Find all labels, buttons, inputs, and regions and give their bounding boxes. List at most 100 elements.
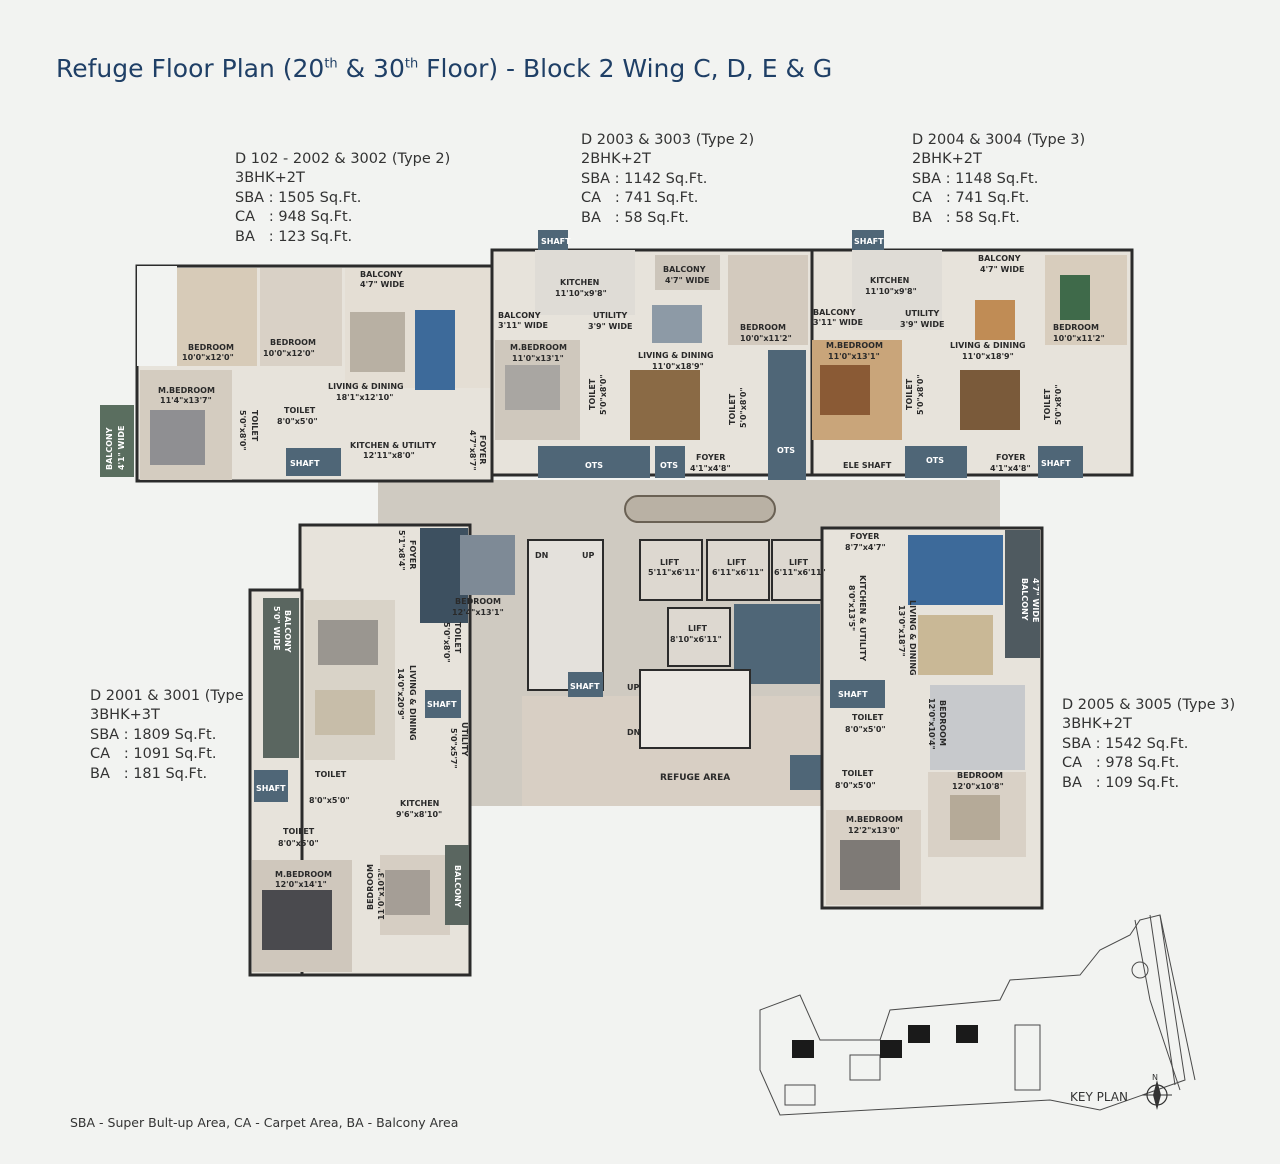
room-dim: 5'0"x8'0" xyxy=(238,410,247,451)
ots-label: OTS xyxy=(926,456,944,465)
lift-label: LIFT xyxy=(688,624,708,633)
shaft-block xyxy=(254,770,288,802)
room-label: TOILET xyxy=(842,769,874,778)
unit-info-line: CA : 978 Sq.Ft. xyxy=(1062,755,1180,772)
room-label: FOYER xyxy=(408,540,417,569)
unit-info-line: 3BHK+2T xyxy=(1062,716,1132,733)
room-dim: 8'0"x5'0" xyxy=(277,417,318,426)
lift-shaft xyxy=(706,539,770,601)
lift-dim: 6'11"x6'11" xyxy=(774,568,826,577)
room-dim: 11'0"x18'9" xyxy=(962,352,1014,361)
living-furniture xyxy=(960,370,1020,430)
room-dim: 11'4"x13'7" xyxy=(160,396,212,405)
lift-dim: 6'11"x6'11" xyxy=(712,568,764,577)
ots-label: OTS xyxy=(585,461,603,470)
room-dim: 12'4"x13'1" xyxy=(452,608,504,617)
room-dim: 5'0"x8'0" xyxy=(916,374,925,415)
bed xyxy=(950,795,1000,840)
room-label: BALCONY xyxy=(498,311,541,320)
room-label: TOILET xyxy=(315,770,347,779)
shaft-label: SHAFT xyxy=(838,690,868,699)
unit-info-line: SBA : 1542 Sq.Ft. xyxy=(1062,735,1189,752)
room-dim: 4'1" WIDE xyxy=(117,426,126,470)
room-dim: 11'0"x13'1" xyxy=(828,352,880,361)
room-label: UTILITY xyxy=(593,311,627,320)
lift-label: LIFT xyxy=(727,558,747,567)
unit-info-line: SBA : 1809 Sq.Ft. xyxy=(90,726,217,743)
balcony-floor xyxy=(445,845,469,925)
room-label: TOILET xyxy=(283,827,315,836)
room-label: TOILET xyxy=(1043,388,1052,420)
room-label: BALCONY xyxy=(813,308,856,317)
bedroom-floor xyxy=(260,268,342,366)
room-label: LIVING & DINING xyxy=(408,665,417,741)
room-label: BEDROOM xyxy=(188,343,234,352)
room-dim: 8'0"x5'0" xyxy=(278,839,319,848)
lift-shaft xyxy=(639,539,703,601)
staircase xyxy=(527,539,604,691)
shaft-block xyxy=(1038,446,1083,478)
north-label: N xyxy=(1152,1073,1158,1082)
room-label: KITCHEN & UTILITY xyxy=(350,441,436,450)
room-label: UTILITY xyxy=(905,309,939,318)
room-label: TOILET xyxy=(852,713,884,722)
bed xyxy=(385,870,430,915)
unit-info-line: CA : 1091 Sq.Ft. xyxy=(90,746,217,763)
bed xyxy=(505,365,560,410)
room-dim: 14'0"x20'9" xyxy=(396,668,405,720)
room-label: M.BEDROOM xyxy=(846,815,903,824)
room-label: ELE SHAFT xyxy=(843,461,892,470)
room-dim: 10'0"x11'2" xyxy=(1053,334,1105,343)
room-label: KITCHEN xyxy=(560,278,599,287)
room-dim: 5'0"x5'7" xyxy=(449,728,458,769)
staircase xyxy=(639,669,751,749)
bedroom-floor xyxy=(930,685,1025,770)
bedroom-floor xyxy=(728,255,808,345)
room-label: TOILET xyxy=(728,393,737,425)
room-label: BEDROOM xyxy=(957,771,1003,780)
shaft-label: SHAFT xyxy=(290,459,320,468)
unit-info-line: BA : 181 Sq.Ft. xyxy=(90,765,208,782)
north-arrow-icon: N xyxy=(1142,1073,1172,1110)
corridor-medallion xyxy=(624,495,776,523)
room-dim: 11'0"x10'3" xyxy=(377,868,386,920)
stair-dn-label: DN xyxy=(627,728,640,737)
dining-table xyxy=(315,690,375,735)
unit-info-line: BA : 109 Sq.Ft. xyxy=(1062,774,1180,791)
room-dim: 5'0"x8'0" xyxy=(739,387,748,428)
unit-info-line: D 2001 & 3001 (Type 1) xyxy=(90,688,264,704)
room-label: BEDROOM xyxy=(455,597,501,606)
lift-dim: 8'10"x6'11" xyxy=(670,635,722,644)
room-dim: 8'0"x5'0" xyxy=(835,781,876,790)
room-label: FOYER xyxy=(850,532,879,541)
shaft-block xyxy=(538,230,568,250)
balcony-floor xyxy=(263,598,299,758)
unit-info-line: 2BHK+2T xyxy=(912,151,982,168)
sofa xyxy=(318,620,378,665)
room-label: M.BEDROOM xyxy=(275,870,332,879)
room-label: KITCHEN xyxy=(870,276,909,285)
ots-block xyxy=(768,350,806,480)
room-dim: 8'0"x5'0" xyxy=(309,796,350,805)
lift-shaft xyxy=(667,607,731,667)
room-dim: 13'0"x18'7" xyxy=(897,605,906,657)
room-dim: 11'0"x18'9" xyxy=(652,362,704,371)
room-dim: 3'11" WIDE xyxy=(498,321,548,330)
room-dim: 11'0"x13'1" xyxy=(512,354,564,363)
room-dim: 12'11"x8'0" xyxy=(363,451,415,460)
bed xyxy=(262,890,332,950)
unit-info-line: SBA : 1505 Sq.Ft. xyxy=(235,189,362,206)
ots-block xyxy=(905,446,967,478)
room-dim: 5'1"x8'4" xyxy=(397,530,406,571)
unit-info-line: BA : 58 Sq.Ft. xyxy=(581,209,689,226)
room-label: BEDROOM xyxy=(366,864,375,910)
unit-info-line: D 2004 & 3004 (Type 3) xyxy=(912,132,1086,148)
room-dim: 4'7" WIDE xyxy=(665,276,709,285)
shaft-label: SHAFT xyxy=(570,682,600,691)
living-furniture xyxy=(630,370,700,440)
room-dim: 3'9" WIDE xyxy=(588,322,632,331)
unit-info-d2005: D 2005 & 3005 (Type 3) 3BHK+2T SBA : 154… xyxy=(1062,696,1235,793)
room-dim: 3'9" WIDE xyxy=(900,320,944,329)
room-label: LIVING & DINING xyxy=(638,351,714,360)
room-label: BALCONY xyxy=(978,254,1021,263)
